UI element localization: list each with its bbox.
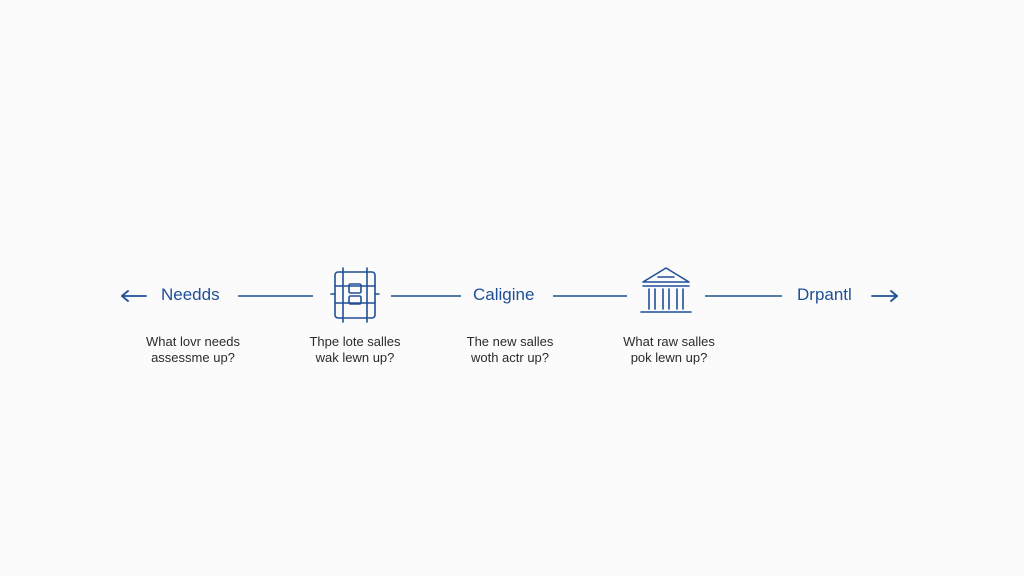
right-arrow-icon — [871, 290, 898, 302]
bank-columns-icon — [640, 267, 692, 313]
caption-2-line-2: wak lewn up? — [315, 350, 395, 365]
caption-3-line-1: The new salles — [466, 334, 554, 349]
caption-4: What raw salles pok lewn up? — [594, 334, 744, 366]
caption-3: The new salles woth actr up? — [435, 334, 585, 366]
caption-2-line-1: Thpe lote salles — [309, 334, 401, 349]
caption-3-line-2: woth actr up? — [470, 350, 550, 365]
stage-label-caligine: Caligine — [473, 285, 535, 304]
left-arrow-icon — [121, 290, 147, 302]
caption-1: What lovr needs assessme up? — [118, 334, 268, 366]
caption-1-line-1: What lovr needs — [146, 334, 240, 349]
caption-1-line-2: assessme up? — [151, 350, 235, 365]
caption-2: Thpe lote salles wak lewn up? — [280, 334, 430, 366]
stage-label-drpantl: Drpantl — [797, 285, 852, 304]
stage-label-needs: Needds — [161, 285, 220, 304]
caption-4-line-2: pok lewn up? — [630, 350, 708, 365]
caption-4-line-1: What raw salles — [623, 334, 715, 349]
building-grid-icon — [330, 267, 380, 323]
